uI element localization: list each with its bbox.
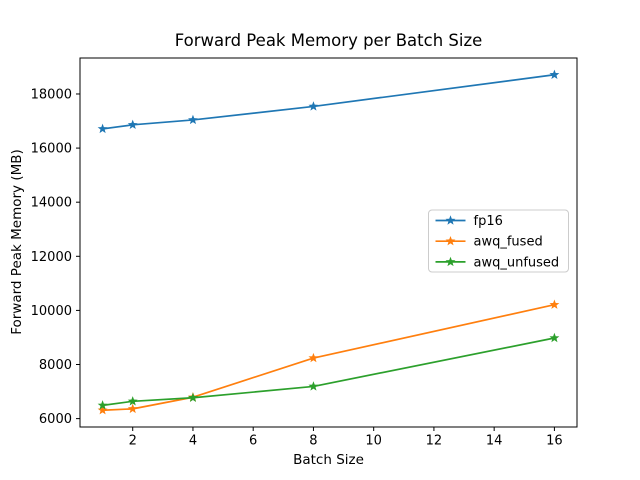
series-marker-awq_unfused — [549, 332, 560, 343]
legend-label-awq_unfused: awq_unfused — [474, 255, 560, 270]
series-marker-awq_unfused — [97, 400, 108, 410]
plot-border — [79, 57, 578, 428]
series-marker-fp16 — [549, 69, 560, 79]
legend-marker-fp16 — [445, 215, 456, 225]
x-tick-label: 8 — [309, 434, 317, 449]
legend-marker-awq_fused — [445, 236, 456, 246]
y-tick-label: 18000 — [31, 87, 72, 102]
x-tick-label: 4 — [189, 434, 197, 449]
series-marker-fp16 — [127, 119, 138, 130]
legend-marker-awq_unfused — [445, 256, 456, 267]
legend-box — [428, 209, 569, 273]
y-axis-label: Forward Peak Memory (MB) — [9, 149, 25, 335]
series-marker-awq_fused — [97, 405, 108, 415]
x-tick-label: 12 — [426, 434, 443, 449]
y-tick-label: 12000 — [31, 250, 72, 265]
series-marker-awq_fused — [549, 299, 560, 309]
chart-title: Forward Peak Memory per Batch Size — [174, 31, 483, 50]
x-tick-label: 6 — [249, 434, 257, 449]
x-tick-label: 16 — [546, 434, 563, 449]
series-line-awq_fused — [102, 303, 555, 412]
series-marker-awq_unfused — [188, 392, 198, 402]
series-line-fp16 — [102, 73, 555, 130]
series-marker-fp16 — [188, 114, 198, 125]
x-tick-label: 14 — [486, 434, 503, 449]
y-tick-label: 8000 — [39, 358, 72, 373]
series-marker-awq_fused — [308, 352, 319, 363]
series-marker-fp16 — [308, 101, 319, 111]
y-tick-label: 16000 — [31, 142, 72, 157]
y-tick-label: 6000 — [39, 412, 72, 427]
y-tick-label: 14000 — [31, 196, 72, 211]
x-axis-label: Batch Size — [293, 452, 364, 468]
legend-label-fp16: fp16 — [474, 214, 503, 229]
y-tick-label: 10000 — [31, 304, 72, 319]
x-tick-label: 10 — [365, 434, 382, 449]
series-marker-fp16 — [97, 123, 108, 134]
series-line-awq_unfused — [102, 337, 555, 407]
legend-label-awq_fused: awq_fused — [474, 235, 543, 250]
series-marker-awq_unfused — [127, 396, 138, 406]
x-tick-label: 2 — [129, 434, 137, 449]
series-marker-awq_unfused — [308, 381, 319, 391]
series-marker-awq_fused — [127, 403, 138, 414]
